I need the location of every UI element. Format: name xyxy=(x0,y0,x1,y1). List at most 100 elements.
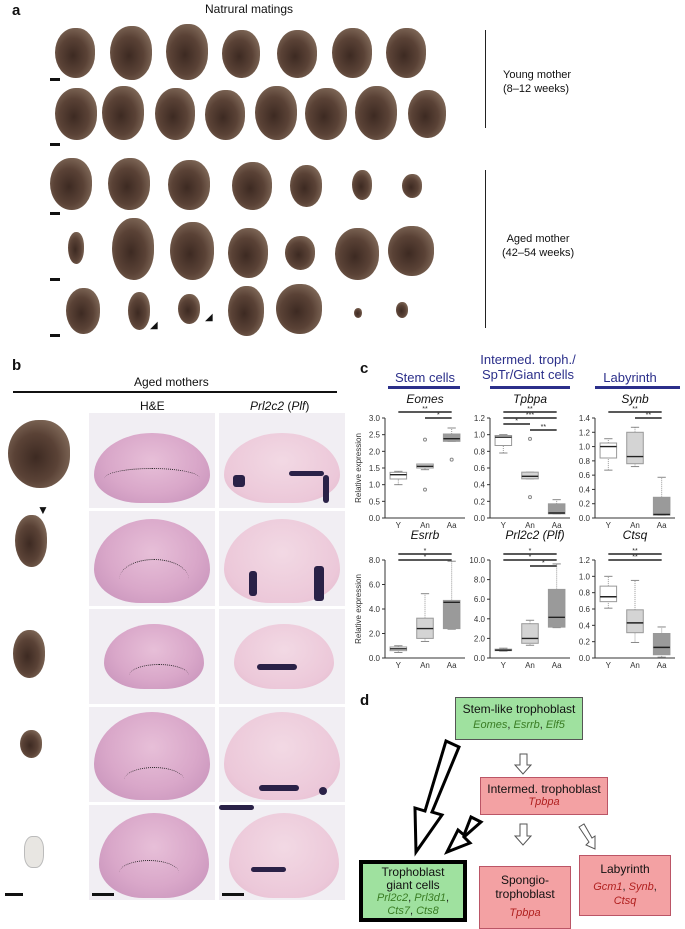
svg-text:0.0: 0.0 xyxy=(579,514,591,523)
embryo-image xyxy=(222,30,260,78)
gene: Ctsq xyxy=(613,895,637,907)
gene-alias: Plf xyxy=(291,399,306,413)
he-section xyxy=(89,805,215,900)
panel-a-title: Natrural matings xyxy=(205,2,294,16)
svg-text:1.5: 1.5 xyxy=(369,464,381,473)
gene: Synb xyxy=(628,881,654,893)
chart-title-tpbpa: Tpbpa xyxy=(512,392,548,406)
gene: Prl2c2 xyxy=(376,892,409,904)
svg-text:0.2: 0.2 xyxy=(474,497,486,506)
scale-bar xyxy=(50,278,60,281)
svg-text:0.6: 0.6 xyxy=(474,464,486,473)
embryo-image xyxy=(408,90,446,138)
stem-trophoblast-box: Stem-like trophoblast Eomes, Esrrb, Elf5 xyxy=(455,697,583,740)
svg-text:Aa: Aa xyxy=(552,661,562,670)
intermed-trophoblast-box: Intermed. trophoblast Tpbpa xyxy=(480,777,608,815)
svg-text:**: ** xyxy=(646,412,652,419)
svg-text:Y: Y xyxy=(501,521,507,530)
svg-text:***: *** xyxy=(526,412,534,419)
embryo-image xyxy=(277,30,317,78)
svg-text:Relative expression: Relative expression xyxy=(354,574,363,644)
gene: Cts8 xyxy=(416,905,439,917)
svg-text:0.6: 0.6 xyxy=(579,605,591,614)
arrowhead-icon: ▼ xyxy=(37,503,49,517)
group-name: Young mother xyxy=(503,69,572,81)
ish-section xyxy=(219,609,345,704)
stem-cells-rule xyxy=(388,386,460,389)
svg-text:0.0: 0.0 xyxy=(474,514,486,523)
header-line: Intermed. troph./ xyxy=(480,352,576,367)
gene: Gcm1 xyxy=(593,881,623,893)
box-title: Intermed. trophoblast xyxy=(487,782,601,796)
svg-text:0.4: 0.4 xyxy=(579,485,591,494)
embryo-image xyxy=(290,165,322,207)
svg-text:**: ** xyxy=(541,424,547,431)
chart-title-esrrb: Esrrb xyxy=(410,528,440,542)
svg-text:1.0: 1.0 xyxy=(369,481,381,490)
svg-text:0.8: 0.8 xyxy=(474,447,486,456)
svg-text:**: ** xyxy=(527,406,533,413)
embryo-image xyxy=(352,170,372,200)
svg-text:Y: Y xyxy=(396,521,402,530)
svg-text:0.4: 0.4 xyxy=(579,621,591,630)
svg-text:*: * xyxy=(515,418,518,425)
group-age: (8–12 weeks) xyxy=(503,83,570,95)
scale-bar xyxy=(5,893,23,896)
svg-text:10.0: 10.0 xyxy=(469,556,485,565)
embryo-image xyxy=(24,836,44,868)
scale-bar xyxy=(50,78,60,81)
gene-name: Prl2c2 xyxy=(250,399,285,413)
svg-text:4.0: 4.0 xyxy=(369,605,381,614)
embryo-image xyxy=(355,86,397,140)
embryo-image xyxy=(335,228,379,280)
svg-text:*: * xyxy=(542,560,545,567)
gene: Elf5 xyxy=(545,719,565,731)
embryo-image xyxy=(396,302,408,318)
embryo-image xyxy=(305,88,347,140)
he-column-header: H&E xyxy=(140,399,165,413)
svg-text:**: ** xyxy=(422,406,428,413)
svg-text:Aa: Aa xyxy=(447,521,457,530)
svg-text:0.0: 0.0 xyxy=(369,514,381,523)
box-title: trophoblast xyxy=(495,887,555,901)
svg-text:2.5: 2.5 xyxy=(369,431,381,440)
embryo-image xyxy=(255,86,297,140)
svg-text:0.4: 0.4 xyxy=(474,481,486,490)
ish-section xyxy=(219,511,345,606)
svg-text:Aa: Aa xyxy=(447,661,457,670)
embryo-image xyxy=(50,158,92,210)
embryo-image xyxy=(354,308,362,318)
svg-text:Aa: Aa xyxy=(552,521,562,530)
svg-text:1.2: 1.2 xyxy=(474,414,486,423)
ish-section xyxy=(219,805,345,900)
svg-text:2.0: 2.0 xyxy=(369,447,381,456)
scale-bar xyxy=(50,143,60,146)
intermed-header: Intermed. troph./ SpTr/Giant cells xyxy=(478,352,578,382)
svg-text:0.8: 0.8 xyxy=(579,589,591,598)
svg-text:**: ** xyxy=(632,554,638,561)
embryo-image xyxy=(205,90,245,140)
box-title: Spongio- xyxy=(500,873,550,887)
ish-section xyxy=(219,707,345,802)
group-divider xyxy=(485,30,486,128)
svg-text:8.0: 8.0 xyxy=(369,556,381,565)
header-line: SpTr/Giant cells xyxy=(482,367,574,382)
group-age: (42–54 weeks) xyxy=(502,247,575,259)
medium-arrow-icon xyxy=(443,814,484,855)
scale-bar xyxy=(222,893,244,896)
svg-text:Y: Y xyxy=(606,661,612,670)
gene: Prl3d1 xyxy=(414,892,447,904)
svg-text:0.2: 0.2 xyxy=(579,638,591,647)
embryo-image xyxy=(55,88,97,140)
svg-text:2.0: 2.0 xyxy=(369,630,381,639)
svg-text:2.0: 2.0 xyxy=(474,634,486,643)
arrowhead-icon: ◢ xyxy=(205,312,213,323)
chart-title-synb: Synb xyxy=(621,392,649,406)
svg-text:Y: Y xyxy=(501,661,507,670)
chart-title-eomes: Eomes xyxy=(406,392,444,406)
svg-text:Aa: Aa xyxy=(657,521,667,530)
embryo-image xyxy=(20,730,42,758)
intermed-rule xyxy=(490,386,570,389)
svg-text:3.0: 3.0 xyxy=(369,414,381,423)
